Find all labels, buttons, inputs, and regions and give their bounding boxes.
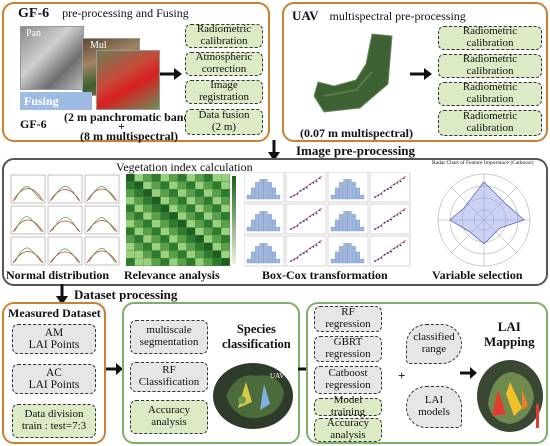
uav-step-1: Radiometric calibration (438, 26, 542, 50)
uav-title-rest: multispectral pre-processing (329, 9, 466, 23)
band-line1: (2 m panchromatic band) (64, 110, 195, 124)
image-preprocessing-label: Image pre-processing (296, 143, 416, 158)
mapping-arrow-icon (460, 367, 477, 379)
dataset-processing-label: Dataset processing (74, 287, 178, 302)
gf6-step-fusion: Data fusion (2 m) (185, 109, 263, 135)
radar-chart (437, 173, 531, 267)
dataset-arrow-icon (56, 284, 68, 305)
preprocessing-arrow-icon (268, 140, 280, 161)
pan-image (20, 26, 84, 90)
uav-step-4: Radiometric calibration (438, 110, 542, 136)
uav-arrow-icon (410, 68, 432, 80)
fusing-label: Fusing (24, 94, 59, 108)
catboost-regression: Catboost regression (314, 366, 382, 394)
gf6-step-registration: Image registration (185, 80, 263, 104)
rf-classification: RF Classification (130, 362, 208, 392)
uav-step-3: Radiometric calibration (438, 82, 542, 106)
boxcox-plots (244, 172, 411, 267)
gf6-title-rest: pre-processing and Fusing (62, 6, 189, 20)
plus-sign: + (398, 368, 406, 383)
classification-map (213, 363, 293, 429)
accuracy-analysis-1: Accuracy analysis (130, 400, 208, 434)
vi-title: Vegetation index calculation (116, 160, 253, 174)
measured-arrow-icon (106, 363, 123, 375)
gbrt-regression: GBRT regression (314, 336, 382, 362)
fusing-label-bg (20, 92, 92, 110)
species-title: Species classification (222, 322, 291, 351)
uav-title: UAV multispectral pre-processing (292, 8, 466, 24)
mul-label: Mul (90, 40, 107, 51)
accuracy-analysis-2: Accuracy analysis (314, 418, 382, 442)
uav-title-bold: UAV (292, 8, 319, 23)
fused-image (96, 50, 160, 110)
lai-map (477, 360, 543, 432)
measured-title: Measured Dataset (8, 306, 101, 320)
label-boxcox: Box-Cox transformation (262, 268, 388, 282)
uav-step-2: Radiometric calibration (438, 54, 542, 78)
gf6-step-atmospheric: Atmospheric correction (185, 52, 263, 76)
radar-title: Radar Chart of Feature Importance (Catbo… (432, 160, 534, 166)
ac-points: AC LAI Points (12, 364, 96, 394)
label-normal-distribution: Normal distribution (6, 268, 110, 282)
uav-caption: (0.07 m multispectral) (300, 126, 413, 140)
am-points: AM LAI Points (12, 324, 96, 354)
lai-mapping-title: LAI Mapping (484, 319, 535, 349)
classified-range: classified range (406, 324, 462, 364)
model-training: Model training (314, 395, 382, 418)
uav-small-label: UAV (270, 372, 285, 380)
band-line2: (8 m multispectral) (80, 129, 178, 143)
multiscale-segmentation: multiscale segmentation (130, 320, 208, 354)
label-relevance-analysis: Relevance analysis (124, 268, 220, 282)
label-variable-selection: Variable selection (432, 268, 523, 282)
gf6-bottom-label: GF-6 (20, 117, 47, 131)
rf-regression: RF regression (314, 306, 382, 332)
gf6-title-bold: GF-6 (18, 6, 50, 21)
normal-distribution-plots (10, 174, 120, 266)
relevance-heatmap (126, 174, 236, 266)
gf6-title: GF-6 pre-processing and Fusing (18, 6, 189, 22)
gf6-arrow-icon (160, 68, 182, 80)
uav-strip-image (313, 33, 393, 113)
gf6-step-radiometric: Radiometric calibration (185, 24, 263, 48)
lai-models: LAI models (406, 386, 462, 428)
data-division: Data division train : test=7:3 (12, 404, 96, 438)
pan-label: Pan (26, 28, 41, 39)
band-plus: + (118, 119, 125, 133)
